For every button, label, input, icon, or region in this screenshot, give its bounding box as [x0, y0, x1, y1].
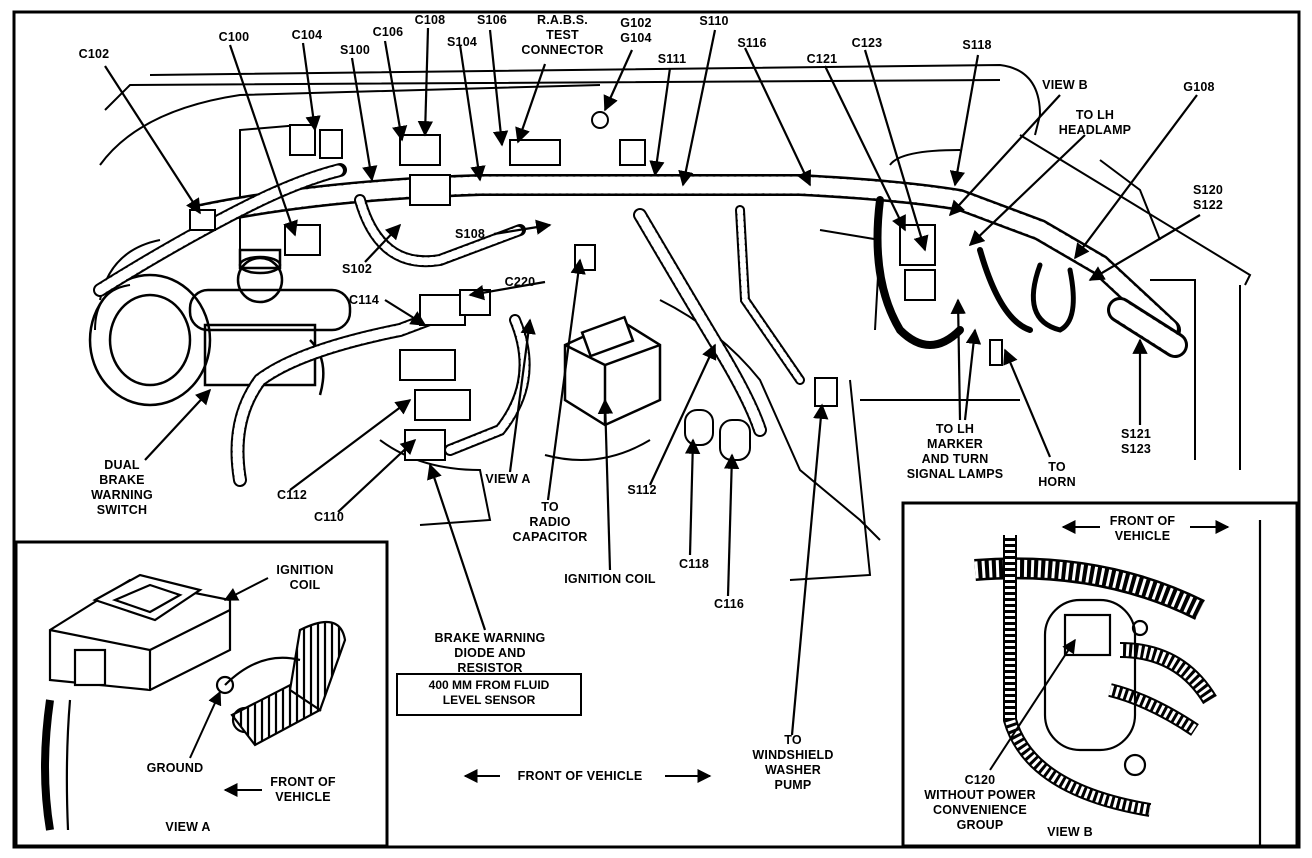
label-s106: S106	[477, 13, 507, 27]
label-s111: S111	[657, 52, 687, 66]
label-c100: C100	[218, 30, 250, 44]
harness-looms	[93, 163, 1188, 487]
label-s118: S118	[962, 38, 992, 52]
label-view-a-pointer: VIEW A	[485, 472, 531, 486]
label-c114: C114	[349, 293, 379, 307]
label-c104: C104	[291, 28, 323, 42]
label-g102-g104: G102 G104	[620, 16, 652, 45]
label-c118: C118	[679, 557, 709, 571]
label-c102: C102	[78, 47, 110, 61]
label-view-b-pointer: VIEW B	[1042, 78, 1088, 92]
label-s120-s122: S120 S122	[1193, 183, 1223, 212]
ignition-coil-shape	[563, 315, 662, 427]
label-s110: S110	[699, 14, 729, 28]
label-s121-s123: S121 S123	[1121, 427, 1151, 456]
label-c110: C110	[314, 510, 344, 524]
label-ignition-coil: IGNITION COIL	[564, 572, 656, 586]
label-c121: C121	[806, 52, 838, 66]
view-a-front-of-vehicle-label: FRONT OF VEHICLE	[270, 775, 336, 804]
label-dual-brake-warning-switch: DUAL BRAKE WARNING SWITCH	[91, 458, 153, 517]
view-b-front-of-vehicle-label: FRONT OF VEHICLE	[1109, 514, 1176, 543]
label-c112: C112	[277, 488, 307, 502]
label-to-horn: TO HORN	[1038, 460, 1076, 489]
label-to-radio-capacitor: TO RADIO CAPACITOR	[512, 500, 588, 544]
label-c220: C220	[504, 275, 536, 289]
label-to-lh-marker-turn-signal: TO LH MARKER AND TURN SIGNAL LAMPS	[906, 422, 1004, 481]
leader-lines	[104, 27, 1201, 736]
connectors	[189, 111, 1003, 461]
view-b-artwork	[974, 520, 1262, 845]
label-brake-warning-diode: BRAKE WARNING DIODE AND RESISTOR	[434, 631, 546, 675]
label-c123: C123	[851, 36, 883, 50]
label-c106: C106	[372, 25, 404, 39]
label-s112: S112	[627, 483, 657, 497]
label-s116: S116	[737, 36, 767, 50]
label-s104: S104	[447, 35, 477, 49]
label-to-lh-headlamp: TO LH HEADLAMP	[1058, 108, 1132, 137]
label-s102: S102	[342, 262, 372, 276]
view-b-c120-label: C120 WITHOUT POWER CONVENIENCE GROUP	[924, 773, 1036, 832]
label-rabs-test-connector: R.A.B.S. TEST CONNECTOR	[521, 13, 604, 57]
view-a-artwork	[41, 573, 347, 831]
label-to-windshield-washer-pump: TO WINDSHIELD WASHER PUMP	[752, 733, 834, 792]
label-c108: C108	[414, 13, 446, 27]
view-a-ignition-coil-label: IGNITION COIL	[276, 563, 334, 592]
view-a-title: VIEW A	[165, 820, 211, 834]
inset-view-b-frame	[901, 501, 1299, 848]
label-s100: S100	[340, 43, 370, 57]
label-400mm-fluid-level: 400 MM FROM FLUID LEVEL SENSOR	[396, 673, 582, 716]
label-s108: S108	[455, 227, 485, 241]
view-b-title: VIEW B	[1047, 825, 1093, 839]
view-a-ground-label: GROUND	[146, 761, 204, 775]
label-c116: C116	[714, 597, 744, 611]
label-g108: G108	[1183, 80, 1215, 94]
label-front-of-vehicle-main: FRONT OF VEHICLE	[517, 769, 643, 783]
engine-bay-outline	[94, 63, 1252, 581]
